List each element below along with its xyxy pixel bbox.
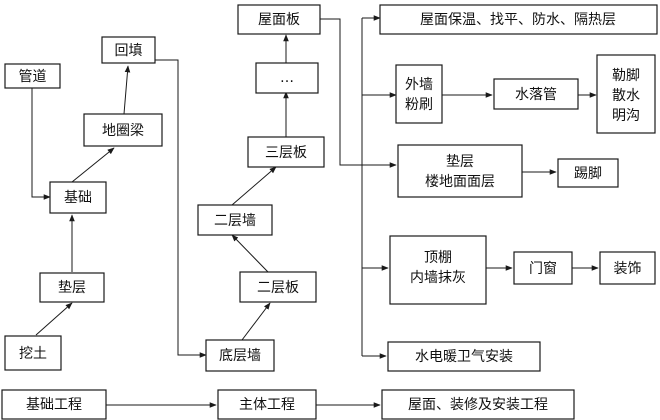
node-diceng-qiang-label: 底层墙 (219, 348, 261, 364)
node-dianceng-loudi-line2: 楼地面面层 (425, 174, 495, 190)
node-zhuangshi: 装饰 (599, 251, 656, 285)
arrow-diceng-erceng-ban (241, 302, 271, 341)
node-diquanliang: 地圈梁 (83, 113, 163, 147)
node-sanceng-ban: 三层板 (247, 136, 325, 168)
node-jichu-label: 基础 (64, 189, 92, 206)
node-waiqiang-fenshua-line1: 外墙 (405, 77, 433, 93)
node-sanceng-ban-label: 三层板 (265, 145, 307, 161)
node-shuidian: 水电暖卫气安装 (387, 341, 541, 372)
node-lejiao-line1: 勒脚 (612, 68, 640, 84)
node-erceng-ban: 二层板 (239, 271, 317, 303)
node-zhuti-gongcheng: 主体工程 (217, 389, 317, 420)
node-lejiao: 勒脚 散水 明沟 (596, 54, 656, 134)
node-diceng-qiang: 底层墙 (205, 339, 275, 372)
node-huitian: 回填 (101, 36, 156, 64)
node-jichu: 基础 (49, 181, 107, 214)
branch-wumianban-trunk (320, 18, 362, 166)
node-jichu-gongcheng: 基础工程 (1, 389, 107, 420)
arrow-jichu-diquanliang (71, 147, 115, 183)
node-tijiao: 踢脚 (557, 158, 619, 188)
arrow-diquanliang-huitian (123, 65, 131, 115)
node-waiqiang-fenshua-line2: 粉刷 (405, 97, 433, 113)
node-wumian-zhuangxiu-label: 屋面、装修及安装工程 (408, 397, 548, 413)
node-shuidian-label: 水电暖卫气安装 (415, 349, 513, 365)
arrow-guandao-jichu (31, 88, 51, 200)
node-wumian-baowen: 屋面保温、找平、防水、隔热层 (379, 4, 658, 35)
node-guandao-label: 管道 (19, 69, 47, 85)
node-tijiao-label: 踢脚 (574, 166, 602, 182)
node-dianceng-base-label: 垫层 (58, 280, 86, 296)
connectors (31, 15, 599, 408)
node-wumian-zhuangxiu: 屋面、装修及安装工程 (381, 389, 575, 420)
node-dingpeng-line2: 内墙抹灰 (410, 270, 466, 286)
node-wumianban-label: 屋面板 (258, 12, 300, 28)
node-waiqiang-fenshua: 外墙 粉刷 (395, 64, 443, 124)
node-watu-label: 挖土 (19, 346, 47, 362)
node-erceng-qiang: 二层墙 (197, 204, 273, 236)
node-huitian-label: 回填 (115, 43, 143, 59)
arrow-huitian-diceng (155, 59, 207, 358)
node-diquanliang-label: 地圈梁 (102, 123, 144, 139)
arrow-erceng-qiang-sanceng (231, 166, 277, 206)
node-wumian-baowen-label: 屋面保温、找平、防水、隔热层 (420, 12, 616, 28)
node-dianceng-loudi-line1: 垫层 (446, 154, 474, 170)
node-erceng-ban-label: 二层板 (257, 280, 299, 296)
node-shuiluoguan-label: 水落管 (515, 87, 557, 103)
node-ellipsis-label: … (280, 70, 294, 86)
node-dingpeng-line1: 顶棚 (424, 250, 452, 266)
arrow-watu-dianceng (35, 302, 73, 336)
node-wumianban: 屋面板 (237, 4, 321, 35)
node-ellipsis: … (255, 62, 319, 94)
node-dianceng-loudi: 垫层 楼地面面层 (397, 144, 523, 198)
node-menchuang: 门窗 (513, 251, 573, 285)
arrow-erceng-ban-qiang (231, 234, 269, 273)
node-menchuang-label: 门窗 (529, 260, 557, 277)
node-dingpeng-neiqiang: 顶棚 内墙抹灰 (389, 235, 487, 305)
node-dianceng-base: 垫层 (39, 272, 105, 303)
node-erceng-qiang-label: 二层墙 (214, 213, 256, 229)
node-guandao: 管道 (4, 63, 61, 89)
node-zhuti-gongcheng-label: 主体工程 (239, 397, 295, 413)
node-jichu-gongcheng-label: 基础工程 (26, 396, 82, 413)
node-lejiao-line2: 散水 (612, 88, 640, 104)
node-zhuangshi-label: 装饰 (614, 261, 642, 277)
node-shuiluoguan: 水落管 (493, 78, 579, 110)
node-lejiao-line3: 明沟 (612, 108, 640, 124)
node-watu: 挖土 (4, 335, 62, 371)
